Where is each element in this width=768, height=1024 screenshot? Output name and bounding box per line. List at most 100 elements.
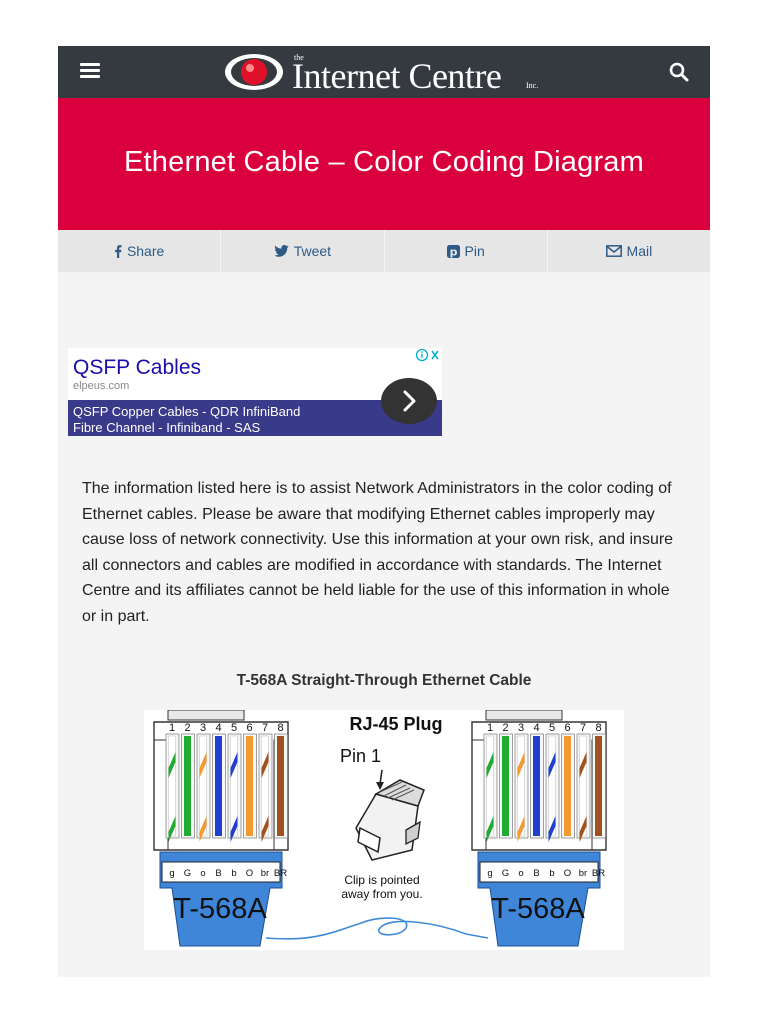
- wire-solid: [277, 736, 284, 836]
- wire-stripe: [261, 752, 269, 778]
- pin-number: 5: [549, 722, 555, 734]
- color-code: g: [169, 868, 174, 879]
- color-code: g: [487, 868, 492, 879]
- wire-stripe: [517, 816, 525, 842]
- wire-stripe: [230, 816, 238, 842]
- pinterest-icon: p: [446, 244, 460, 258]
- connecting-cable: [265, 917, 489, 940]
- page-title: Ethernet Cable – Color Coding Diagram: [124, 146, 644, 178]
- wire-stripe: [579, 752, 587, 778]
- wire-white: [548, 735, 556, 837]
- wiring-diagram-svg: RJ-45 Plug Pin 1 Clip is pointed away fr…: [153, 710, 607, 947]
- wire-solid: [246, 736, 253, 836]
- color-code: O: [564, 868, 571, 879]
- chevron-right-icon: [403, 390, 416, 412]
- connector-standard-label: T-568A: [491, 893, 585, 925]
- clip-note-line2: away from you.: [341, 887, 422, 901]
- color-code: G: [502, 868, 509, 879]
- ad-description-strip[interactable]: QSFP Copper Cables - QDR InfiniBand Fibr…: [68, 400, 442, 436]
- color-code-strip: [161, 861, 281, 883]
- advertisement[interactable]: QSFP Cables elpeus.com QSFP Copper Cable…: [68, 348, 442, 436]
- clip-note-line1: Clip is pointed: [344, 873, 419, 887]
- wire-stripe: [486, 816, 494, 842]
- color-code: br: [579, 868, 587, 879]
- share-mail-label: Mail: [626, 243, 653, 259]
- site-logo[interactable]: the Internet Centre Inc.: [224, 51, 554, 96]
- diagram-caption: T-568A Straight-Through Ethernet Cable: [236, 672, 532, 689]
- ad-description-line1: QSFP Copper Cables - QDR InfiniBand: [73, 404, 301, 419]
- pin-number: 7: [262, 722, 268, 734]
- color-code: b: [549, 868, 554, 879]
- color-code: B: [215, 868, 221, 879]
- wire-solid: [533, 736, 540, 836]
- adchoices-icon[interactable]: [415, 348, 442, 362]
- ad-domain: elpeus.com: [73, 380, 130, 392]
- share-mail-button[interactable]: Mail: [548, 230, 710, 272]
- pin-number: 4: [215, 722, 221, 734]
- color-code-strip: [479, 861, 599, 883]
- share-facebook-button[interactable]: Share: [58, 230, 222, 272]
- wire-solid: [564, 736, 571, 836]
- wire-stripe: [230, 752, 238, 778]
- facebook-icon: [114, 244, 122, 258]
- wire-stripe: [261, 816, 269, 842]
- pin-number: 6: [564, 722, 570, 734]
- ad-next-button[interactable]: [381, 378, 437, 424]
- pin-number: 4: [533, 722, 539, 734]
- color-code: O: [246, 868, 253, 879]
- pin-number: 2: [502, 722, 508, 734]
- color-code: BR: [592, 868, 605, 879]
- pin-number: 8: [277, 722, 283, 734]
- wire-stripe: [517, 752, 525, 778]
- wire-white: [168, 735, 176, 837]
- pin-number: 1: [169, 722, 175, 734]
- wire-white: [199, 735, 207, 837]
- wire-stripe: [199, 816, 207, 842]
- wire-white: [230, 735, 238, 837]
- pin-number: 6: [246, 722, 252, 734]
- pin-number: 1: [487, 722, 493, 734]
- wire-solid: [215, 736, 222, 836]
- color-code: G: [184, 868, 191, 879]
- logo-small-word: the: [294, 53, 304, 62]
- svg-text:p: p: [449, 245, 457, 258]
- share-twitter-button[interactable]: Tweet: [221, 230, 385, 272]
- pin-number: 3: [200, 722, 206, 734]
- page: the Internet Centre Inc. Ethernet Cable …: [58, 46, 710, 977]
- wire-stripe: [548, 816, 556, 842]
- pin-number: 8: [595, 722, 601, 734]
- share-bar: Share Tweet p Pin Mail: [58, 230, 710, 272]
- logo-eye-icon: [225, 54, 283, 90]
- t568a-wiring-diagram: RJ-45 Plug Pin 1 Clip is pointed away fr…: [144, 710, 624, 950]
- top-navigation-bar: the Internet Centre Inc.: [58, 46, 710, 98]
- plug-label: RJ-45 Plug: [349, 714, 442, 734]
- wire-white: [579, 735, 587, 837]
- wire-solid: [595, 736, 602, 836]
- mail-icon: [605, 245, 622, 257]
- logo-suffix: Inc.: [526, 81, 539, 90]
- share-pinterest-label: Pin: [464, 243, 485, 259]
- color-code: o: [200, 868, 205, 879]
- pin-number: 5: [231, 722, 237, 734]
- ad-description-line2: Fibre Channel - Infiniband - SAS: [73, 420, 261, 435]
- share-facebook-label: Share: [126, 243, 165, 259]
- wire-stripe: [486, 752, 494, 778]
- wire-stripe: [199, 752, 207, 778]
- wire-stripe: [548, 752, 556, 778]
- pin-number: 2: [184, 722, 190, 734]
- wire-solid: [184, 736, 191, 836]
- ad-title[interactable]: QSFP Cables: [73, 356, 201, 379]
- connector-latch: [167, 710, 245, 721]
- connector-standard-label: T-568A: [173, 893, 267, 925]
- share-pinterest-button[interactable]: p Pin: [385, 230, 548, 272]
- search-icon[interactable]: [668, 61, 690, 83]
- logo-name: Internet Centre: [292, 56, 502, 96]
- wire-solid: [502, 736, 509, 836]
- pin-number: 3: [518, 722, 524, 734]
- pin-number: 7: [580, 722, 586, 734]
- connector-latch: [485, 710, 563, 721]
- color-code: br: [261, 868, 269, 879]
- hamburger-icon[interactable]: [80, 63, 100, 79]
